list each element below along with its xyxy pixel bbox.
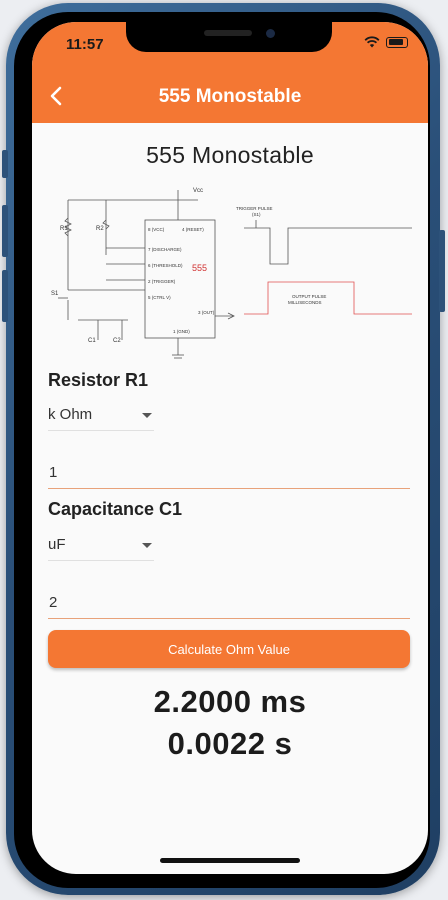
chevron-left-icon[interactable] (46, 84, 66, 108)
r2-label: R2 (96, 226, 104, 232)
app-header: 11:57 555 Monostable (32, 22, 428, 123)
battery-icon (386, 36, 408, 48)
notch (126, 22, 332, 52)
resistor-value: 1 (49, 464, 58, 481)
chip-label: 555 (192, 263, 207, 273)
capacitance-unit-value: uF (48, 536, 66, 553)
capacitance-input[interactable]: 2 (48, 586, 410, 619)
status-time: 11:57 (66, 36, 104, 53)
r1-label: R1 (60, 226, 68, 232)
resistor-unit-dropdown[interactable]: k Ohm (48, 402, 154, 431)
capacitance-unit-dropdown[interactable]: uF (48, 532, 154, 561)
resistor-unit-value: k Ohm (48, 406, 93, 423)
pin-5-label: 5 (CTRL V) (148, 295, 171, 300)
pin-4-label: 4 (RESET) (182, 227, 204, 232)
capacitance-label: Capacitance C1 (48, 499, 183, 519)
pin-1-label: 1 (GND) (173, 329, 190, 334)
speaker-grille (204, 30, 252, 36)
resistor-input[interactable]: 1 (48, 456, 410, 489)
pin-7-label: 7 (DISCHARGE) (148, 247, 182, 252)
result-s: 0.0022 s (167, 726, 293, 761)
pin-2-label: 2 (TRIGGER) (148, 279, 176, 284)
pin-3-label: 3 (OUT) (198, 310, 215, 315)
pin-6-label: 6 (THRESHOLD) (148, 263, 183, 268)
vcc-label: Vcc (193, 188, 203, 194)
resistor-label: Resistor R1 (48, 370, 149, 390)
c1-label: C1 (88, 338, 96, 344)
output-pulse-label: OUTPUT PULSE (292, 294, 326, 299)
chevron-down-icon (142, 543, 152, 548)
page-heading: 555 Monostable (146, 142, 314, 168)
volume-down-button (2, 270, 8, 322)
mute-switch (2, 150, 8, 178)
c2-label: C2 (113, 338, 121, 344)
app-title: 555 Monostable (158, 86, 302, 107)
pin-8-label: 8 (VCC) (148, 227, 165, 232)
trigger-pulse-label: TRIGGER PULSE (236, 206, 273, 211)
volume-up-button (2, 205, 8, 257)
power-button (439, 230, 445, 312)
app-screen: 11:57 555 Monostable 555 Monostable (32, 22, 428, 874)
s1-label: S1 (51, 291, 59, 297)
output-pulse-sub: MILLISECONDS (288, 300, 322, 305)
trigger-pulse-sub: (S1) (252, 212, 261, 217)
capacitance-value: 2 (49, 594, 58, 611)
chevron-down-icon (142, 413, 152, 418)
status-icons (364, 36, 408, 48)
home-indicator[interactable] (160, 858, 300, 863)
result-ms: 2.2000 ms (153, 684, 307, 719)
front-camera (266, 29, 275, 38)
wifi-icon (364, 36, 380, 48)
circuit-diagram: Vcc R1 R2 S1 C1 C2 8 (VCC) 4 (RESET) 7 (… (51, 188, 412, 359)
calculate-button[interactable]: Calculate Ohm Value (48, 630, 410, 668)
